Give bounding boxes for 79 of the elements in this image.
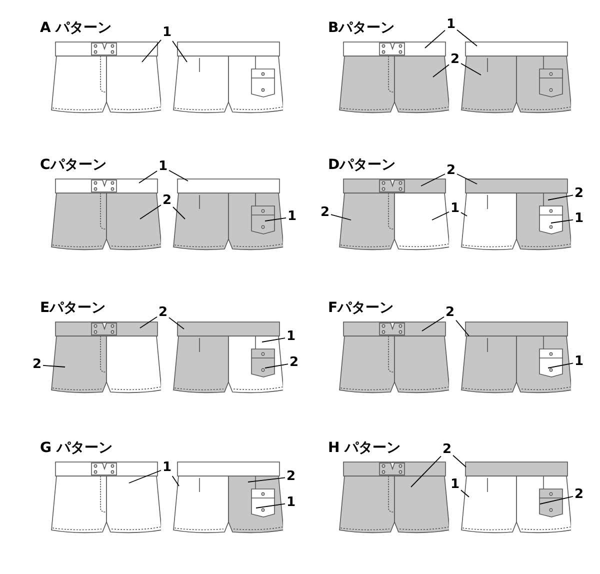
shorts-front-drawing [338, 178, 448, 252]
leader-line [138, 170, 158, 184]
leader-line [460, 490, 470, 498]
shorts-back-drawing [460, 41, 570, 115]
shorts-front-drawing [338, 321, 448, 395]
pattern-title: G パターン [40, 440, 112, 456]
callout-number: 1 [450, 478, 460, 492]
callout-number: 1 [286, 496, 296, 510]
pattern-title: A パターン [40, 20, 112, 36]
callout-number: 2 [162, 194, 172, 208]
leader-line [140, 204, 162, 220]
leader-line [550, 219, 574, 224]
callout-number: 1 [158, 160, 168, 174]
leader-line [410, 456, 442, 488]
callout-number: 2 [320, 206, 330, 220]
leader-line [456, 29, 478, 46]
leader-line [256, 503, 286, 508]
leader-line [142, 40, 162, 62]
leader-line [330, 214, 352, 220]
leader-line [140, 316, 158, 328]
leader-line [168, 317, 184, 330]
shorts-back-drawing [172, 41, 282, 115]
leader-line [548, 362, 574, 368]
callout-number: 1 [286, 330, 296, 344]
callout-number: 2 [158, 306, 168, 320]
callout-number: 2 [442, 443, 452, 457]
pattern-title: Bパターン [328, 20, 395, 36]
leader-line [432, 211, 450, 220]
shorts-back-drawing [460, 178, 570, 252]
callout-number: 2 [32, 358, 42, 372]
shorts-front-drawing [50, 321, 160, 395]
callout-number: 1 [162, 26, 172, 40]
leader-line [452, 454, 466, 468]
shorts-front-drawing [338, 41, 448, 115]
shorts-back-drawing [172, 178, 282, 252]
leader-line [172, 206, 186, 220]
pattern-title: Cパターン [40, 157, 106, 173]
leader-line [42, 364, 66, 368]
callout-number: 2 [574, 488, 584, 502]
shorts-front-drawing [50, 178, 160, 252]
pattern-title: Dパターン [328, 157, 396, 173]
shorts-front-drawing [338, 461, 448, 535]
leader-line [168, 170, 188, 182]
shorts-back-drawing [172, 461, 282, 535]
leader-line [264, 364, 288, 368]
callout-number: 2 [446, 164, 456, 178]
callout-number: 2 [574, 187, 584, 201]
callout-number: 1 [446, 18, 456, 32]
leader-line [422, 316, 444, 332]
shorts-front-drawing [50, 41, 160, 115]
shorts-front-drawing [50, 461, 160, 535]
leader-line [460, 212, 468, 216]
callout-number: 1 [162, 461, 172, 475]
callout-number: 2 [450, 53, 460, 67]
leader-line [128, 470, 162, 484]
callout-number: 1 [574, 212, 584, 226]
leader-line [420, 174, 446, 186]
pattern-title: Eパターン [40, 300, 106, 316]
leader-line [264, 217, 286, 222]
callout-number: 2 [445, 306, 455, 320]
shorts-back-drawing [172, 321, 282, 395]
leader-line [456, 320, 470, 336]
leader-line [172, 40, 188, 62]
callout-number: 1 [574, 355, 584, 369]
shorts-back-drawing [460, 321, 570, 395]
leader-line [172, 476, 180, 486]
leader-line [424, 30, 446, 48]
leader-line [460, 63, 482, 76]
pattern-title: H パターン [328, 440, 401, 456]
leader-line [432, 64, 450, 78]
leader-line [548, 194, 574, 200]
pattern-title: Fパターン [328, 300, 394, 316]
shorts-back-drawing [460, 461, 570, 535]
leader-line [262, 338, 286, 342]
callout-number: 2 [289, 356, 299, 370]
callout-number: 1 [450, 202, 460, 216]
callout-number: 1 [287, 210, 297, 224]
leader-line [456, 174, 478, 184]
callout-number: 2 [286, 470, 296, 484]
